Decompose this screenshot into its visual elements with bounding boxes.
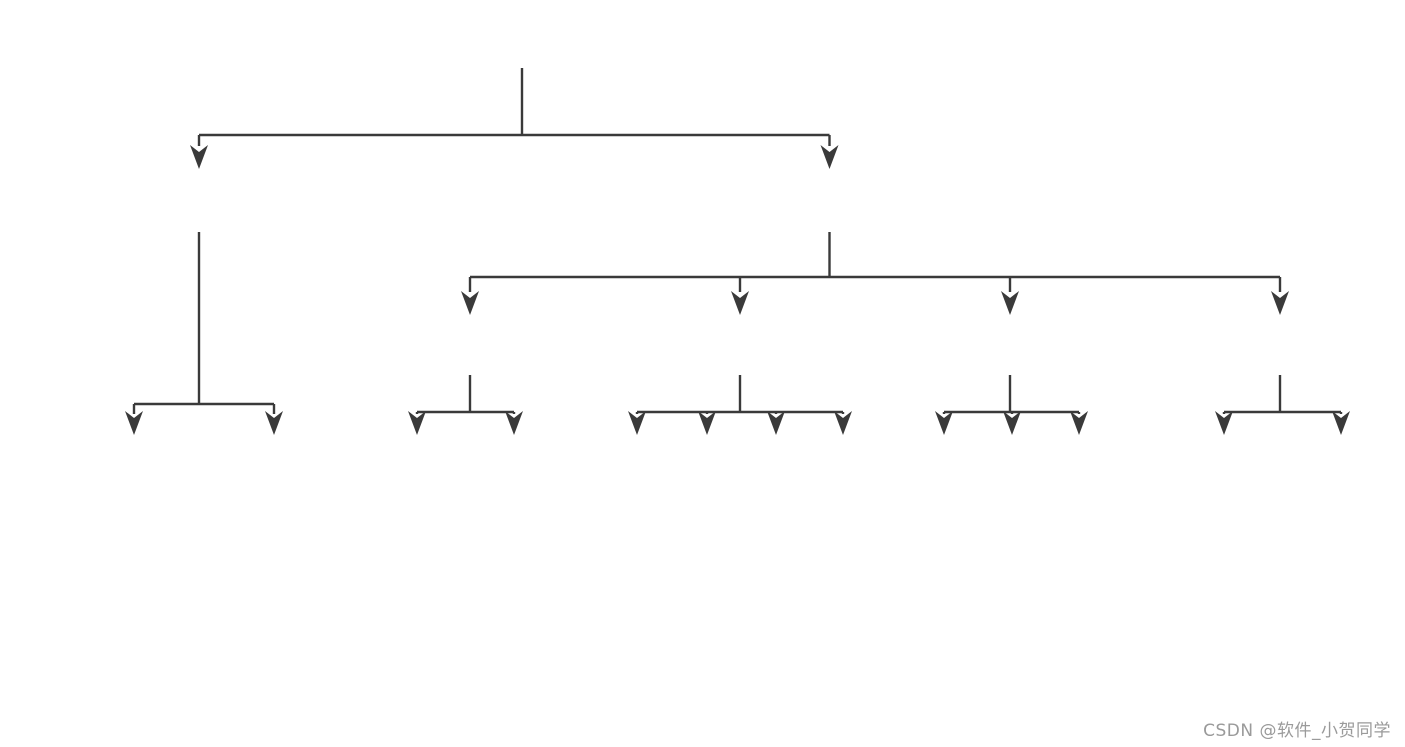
arrow-to-leaf-query-book-current: [935, 411, 953, 435]
connector-edges: [125, 68, 1350, 435]
arrow-to-leaf-edit-book-admin: [767, 411, 785, 435]
arrow-to-current-borrow: [1001, 291, 1019, 315]
arrow-to-borrow-record: [1271, 291, 1289, 315]
csdn-watermark: CSDN @软件_小贺同学: [1203, 721, 1391, 741]
arrow-to-book-manage: [820, 145, 839, 169]
arrow-to-leaf-add-book-admin: [698, 411, 716, 435]
arrow-to-book-borrow: [731, 291, 749, 315]
arrow-to-leaf-return-book: [1003, 411, 1021, 435]
arrow-to-leaf-user-login: [125, 411, 143, 435]
arrow-to-leaf-borrow-book-rec: [505, 411, 523, 435]
arrow-to-leaf-query-book-borrow: [628, 411, 646, 435]
arrow-to-leaf-query-book-rec: [408, 411, 426, 435]
arrow-to-user-login: [190, 145, 208, 169]
arrow-to-leaf-add-borrow-record: [1215, 411, 1233, 435]
arrow-to-leaf-confirm-return-admin: [1070, 411, 1088, 435]
arrow-to-leaf-logout-login: [265, 411, 283, 435]
arrow-to-leaf-borrow-book: [834, 411, 852, 435]
arrow-to-new-book-recommend: [461, 291, 479, 315]
arrow-to-leaf-query-borrow-record: [1332, 411, 1350, 435]
